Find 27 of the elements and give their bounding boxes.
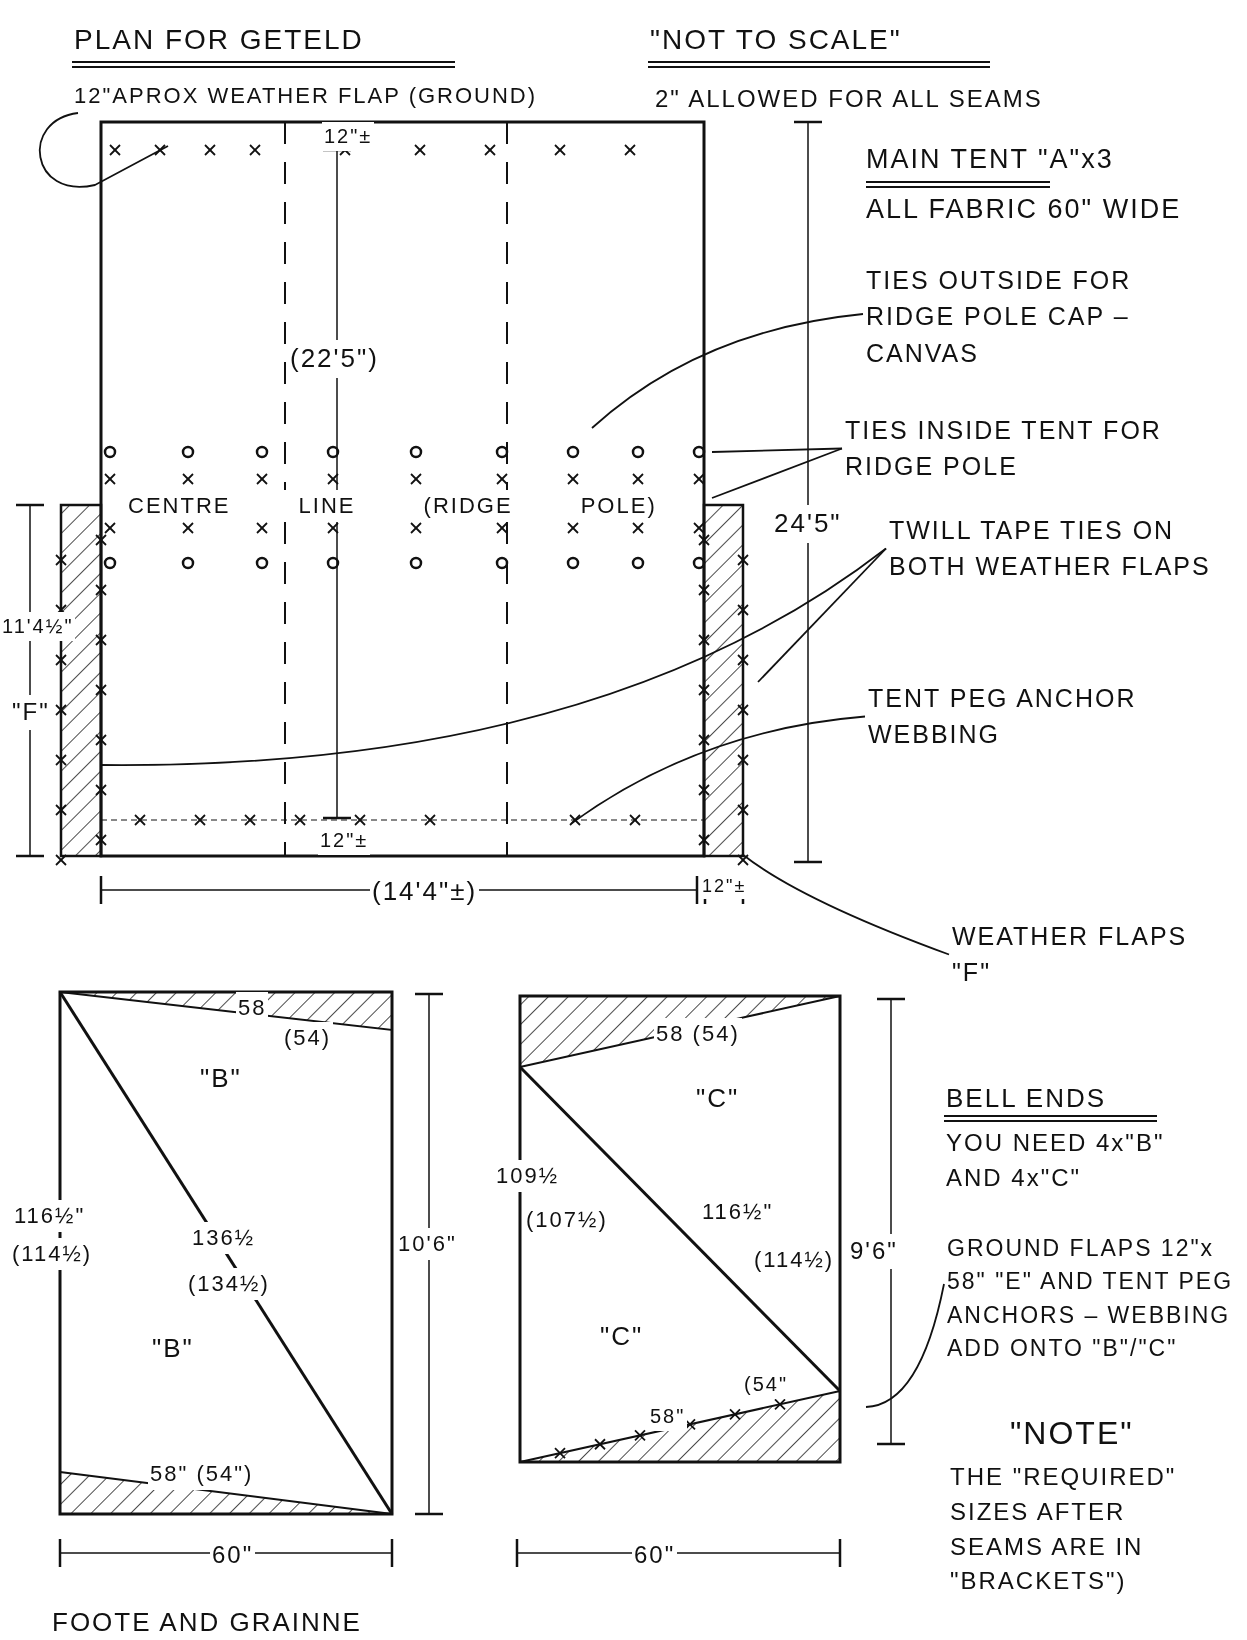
heading: "NOT TO SCALE" [650, 23, 902, 57]
leader-line [865, 1283, 945, 1408]
leader-line [757, 547, 887, 683]
note-text: YOU NEED 4x"B" AND 4x"C" [946, 1128, 1166, 1193]
leader-line [99, 547, 887, 766]
note-text: 2" ALLOWED FOR ALL SEAMS [655, 84, 1043, 114]
leader-line [741, 853, 950, 956]
callout-text: TENT PEG ANCHOR WEBBING [868, 680, 1238, 753]
callout-text: 12"APROX WEATHER FLAP (GROUND) [74, 80, 538, 112]
callout-text: WEATHER FLAPS "F" [952, 918, 1202, 991]
leader-line [711, 447, 843, 499]
note-text: ALL FABRIC 60" WIDE [866, 193, 1182, 226]
callout-text: TWILL TAPE TIES ON BOTH WEATHER FLAPS [889, 512, 1229, 585]
callout-text: TIES OUTSIDE FOR RIDGE POLE CAP – CANVAS [866, 262, 1216, 371]
leader-line [591, 313, 864, 429]
title: PLAN FOR GETELD [74, 23, 364, 57]
note-text: THE "REQUIRED" SIZES AFTER SEAMS ARE IN "BRACKETS") [950, 1462, 1178, 1597]
dimension-label: 12"± [322, 122, 375, 151]
note-text: FOOTE AND GRAINNE [52, 1606, 362, 1639]
heading: BELL ENDS [946, 1082, 1107, 1115]
heading: MAIN TENT "A"x3 [866, 143, 1114, 176]
heading: "NOTE" [1010, 1414, 1134, 1453]
leader-line [39, 112, 169, 188]
callout-text: GROUND FLAPS 12"x 58" "E" AND TENT PEG ANCHORS – WEBBING ADD ONTO "B"/"C" [947, 1232, 1247, 1366]
callout-text: TIES INSIDE TENT FOR RIDGE POLE [845, 412, 1215, 485]
leader-line [571, 715, 866, 824]
dimension-label: 11'4½" [0, 612, 76, 641]
